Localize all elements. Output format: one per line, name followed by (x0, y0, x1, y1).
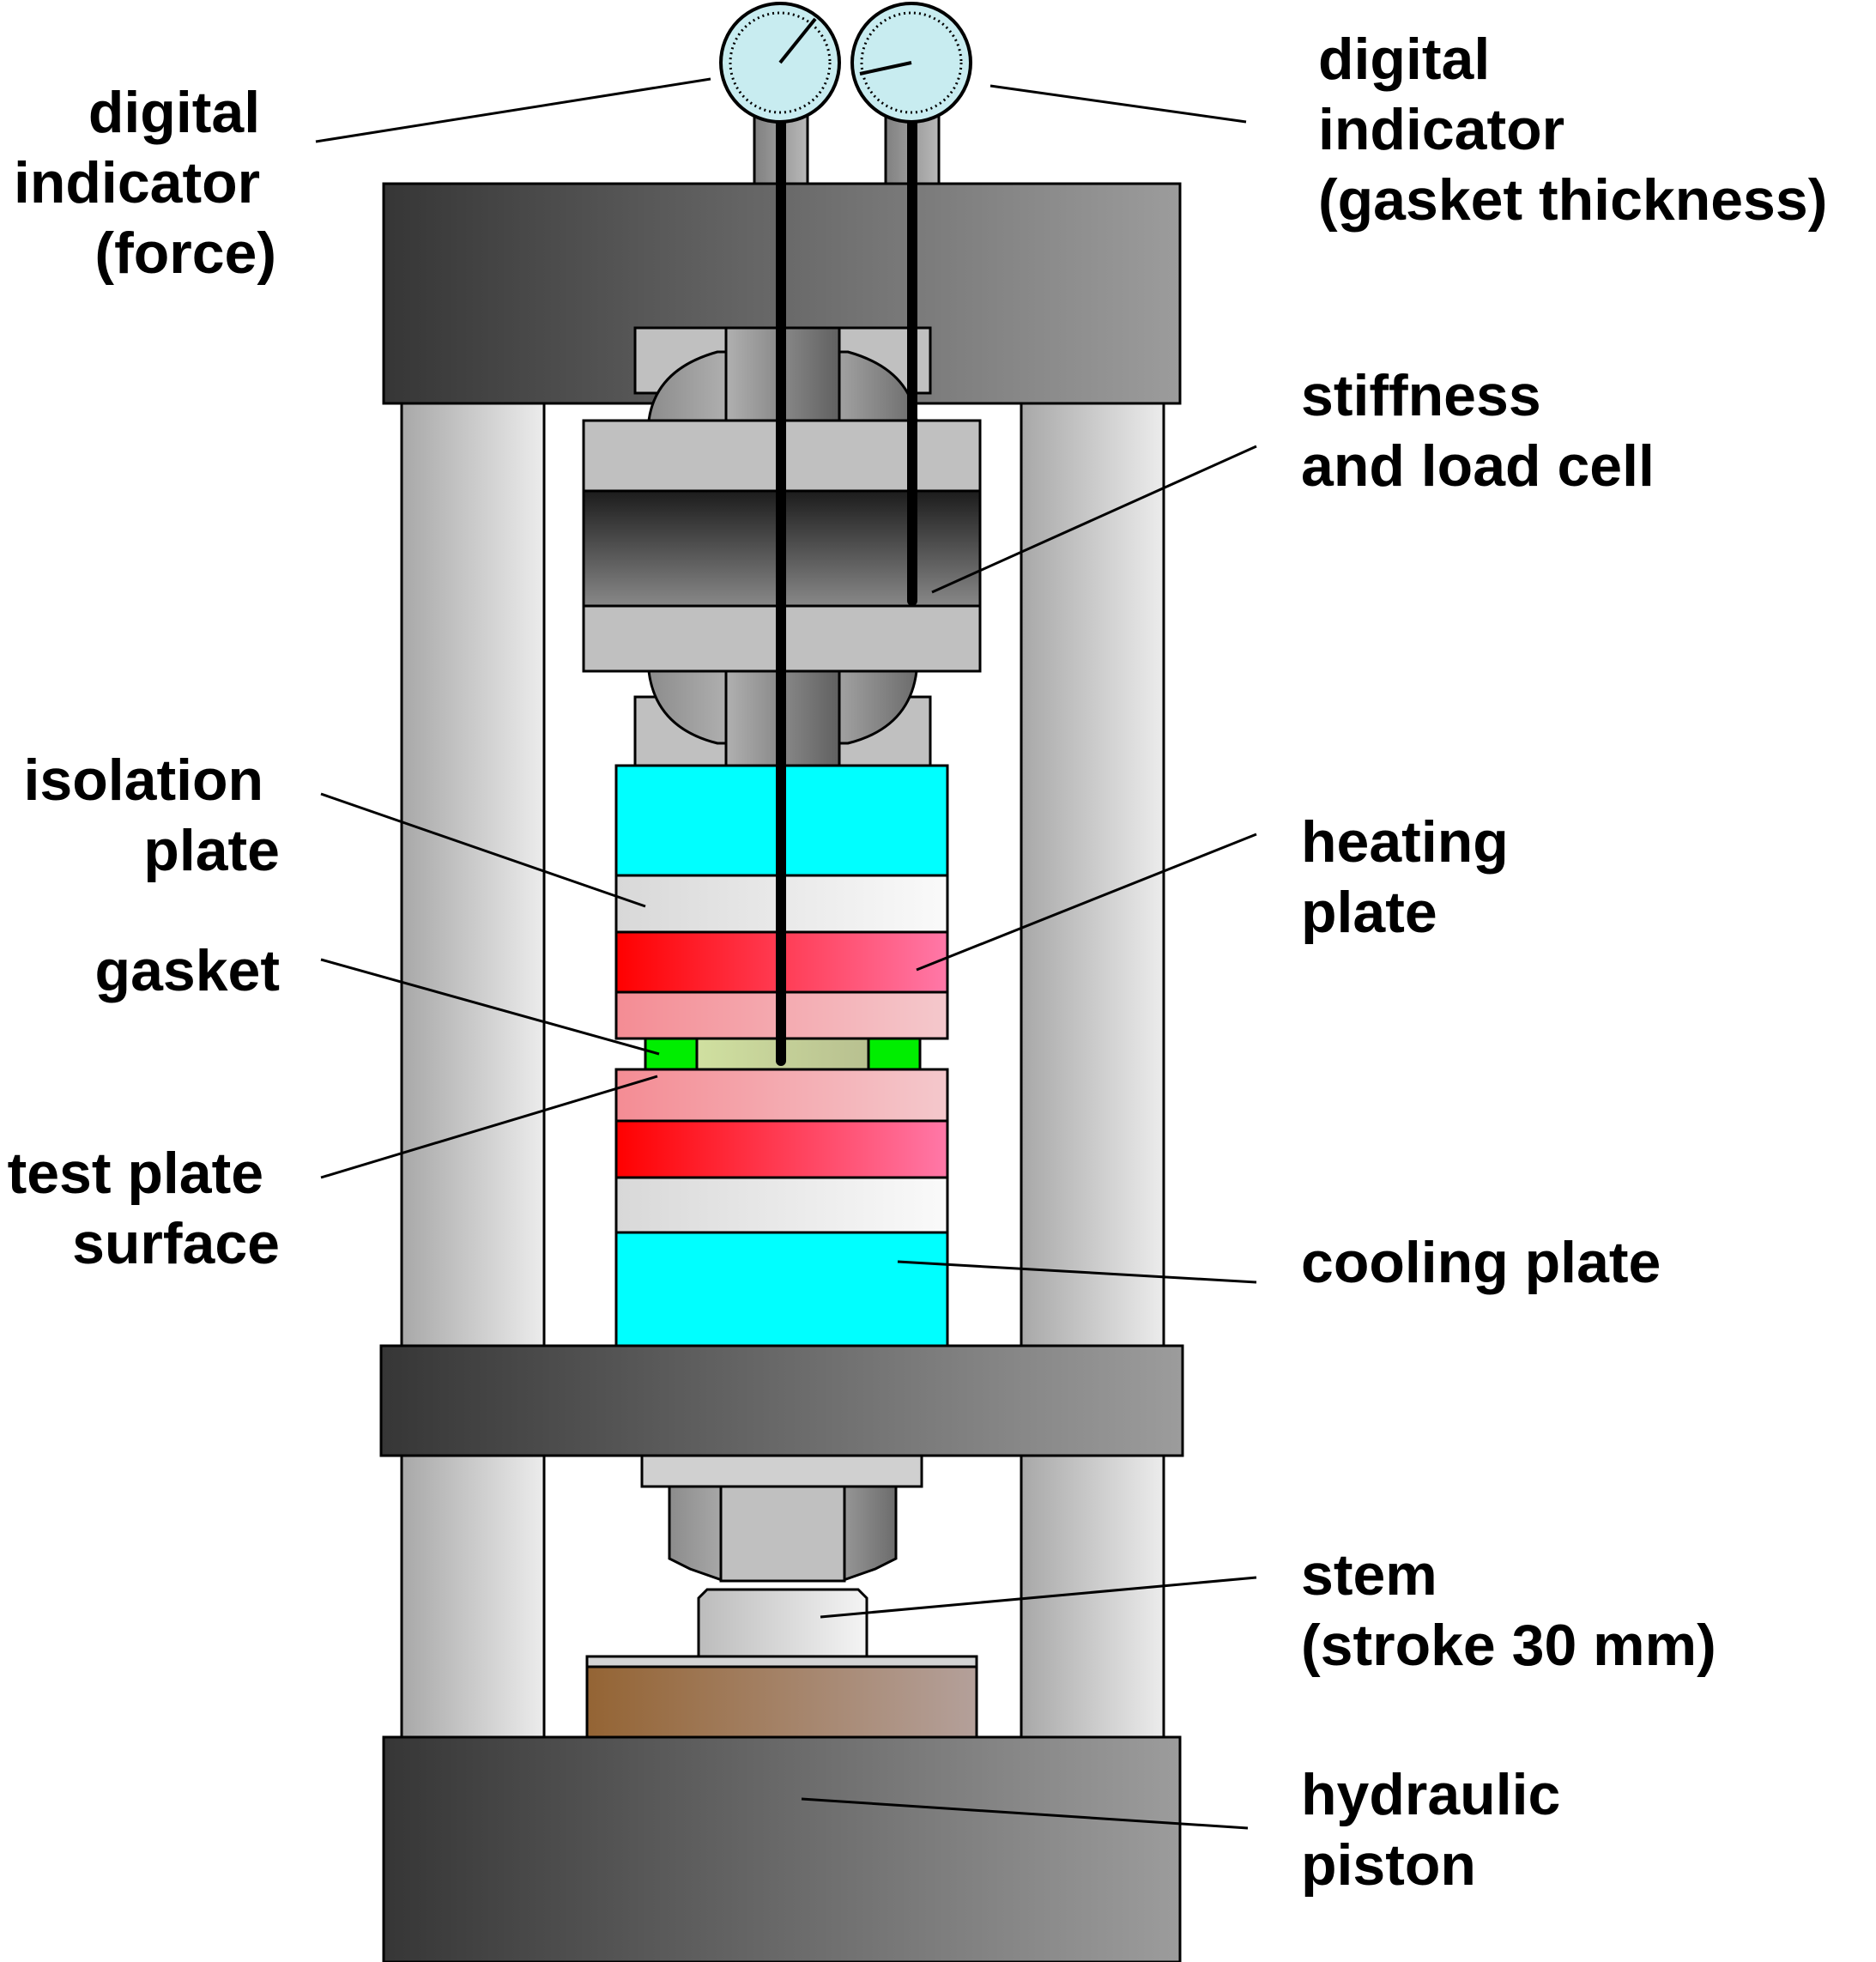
label-test-plate: test plate surface (8, 1141, 280, 1276)
label-thickness-indicator-line-3: (gasket thickness) (1318, 167, 1827, 233)
lower-isolation-plate (614, 1176, 949, 1234)
thickness-dial-gauge (850, 2, 972, 124)
leader-stem (820, 1576, 1257, 1619)
label-stem-line-2: (stroke 30 mm) (1301, 1613, 1716, 1678)
leader-test-plate (320, 1075, 658, 1179)
label-load-cell: stiffness and load cell (1301, 363, 1655, 499)
label-cooling-plate-line-1: cooling plate (1301, 1230, 1661, 1295)
label-force-indicator: digital indicator (force) (14, 80, 276, 286)
leader-thickness-indicator (989, 84, 1247, 124)
label-stem: stem (stroke 30 mm) (1301, 1542, 1716, 1678)
label-force-indicator-line-2: indicator (14, 150, 260, 215)
label-heating-plate-line-1: heating (1301, 809, 1509, 875)
leader-gasket (320, 958, 660, 1056)
label-test-plate-line-1: test plate (8, 1141, 264, 1206)
force-dial-needle (778, 17, 817, 64)
label-load-cell-line-1: stiffness (1301, 363, 1541, 428)
right-column (1020, 402, 1165, 1739)
gasket-seal-left (644, 1037, 699, 1071)
middle-frame-plate (379, 1344, 1184, 1457)
label-thickness-indicator-line-2: indicator (1318, 97, 1564, 162)
label-force-indicator-line-1: digital (88, 80, 260, 145)
label-load-cell-line-2: and load cell (1301, 433, 1655, 499)
leader-cooling-plate (897, 1260, 1257, 1284)
gasket-seal-right (867, 1037, 922, 1071)
label-thickness-indicator: digital indicator (gasket thickness) (1318, 27, 1827, 233)
label-piston: hydraulic piston (1301, 1762, 1576, 1898)
label-stem-line-1: stem (1301, 1542, 1437, 1608)
label-cooling-plate: cooling plate (1301, 1230, 1661, 1295)
thickness-dial-needle (859, 61, 912, 76)
piston-body (585, 1665, 978, 1739)
left-column (400, 402, 546, 1739)
label-piston-line-1: hydraulic (1301, 1762, 1560, 1827)
label-gasket: gasket (95, 938, 280, 1003)
label-isolation-plate: isolation plate (24, 748, 280, 883)
bottom-nut-center (719, 1485, 846, 1583)
leader-isolation-plate (320, 792, 646, 908)
piston-cap (585, 1655, 978, 1668)
leader-piston (801, 1797, 1249, 1830)
label-heating-plate: heating plate (1301, 809, 1525, 945)
leader-heating-plate (916, 833, 1257, 972)
leader-force-indicator (315, 77, 711, 143)
lower-cooling-plate (614, 1231, 949, 1347)
lower-heating-plate (614, 1119, 949, 1179)
force-dial-gauge (719, 2, 841, 124)
leader-load-cell (931, 445, 1257, 594)
label-isolation-plate-line-1: isolation (24, 748, 264, 813)
label-piston-line-2: piston (1301, 1832, 1476, 1898)
label-gasket-line-1: gasket (95, 938, 280, 1003)
lower-test-plate (614, 1068, 949, 1123)
label-test-plate-line-2: surface (72, 1211, 280, 1276)
label-thickness-indicator-line-1: digital (1318, 27, 1490, 92)
label-isolation-plate-line-2: plate (143, 818, 280, 883)
label-heating-plate-line-2: plate (1301, 880, 1437, 945)
bottom-washer (640, 1454, 923, 1488)
stem (697, 1588, 868, 1658)
label-force-indicator-line-3: (force) (94, 221, 276, 286)
bottom-frame-plate (382, 1735, 1182, 1962)
